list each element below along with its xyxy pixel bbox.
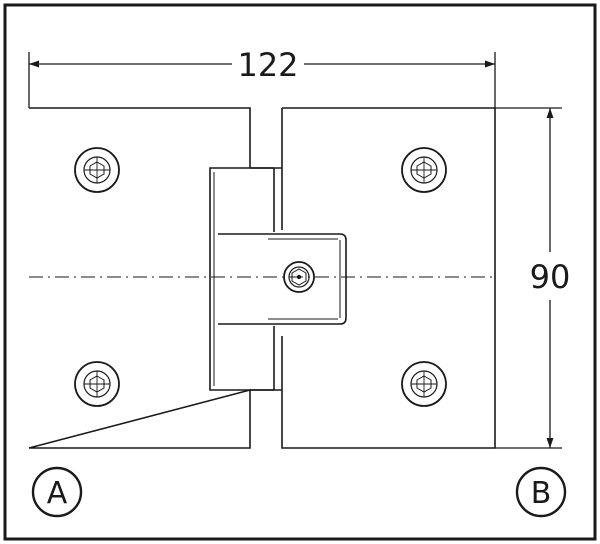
label-a-circle (31, 466, 83, 518)
outer-frame (3, 3, 597, 541)
left-plate (28, 107, 251, 449)
screw-tl-outer (74, 147, 120, 193)
right-plate (281, 107, 496, 449)
center-pin-inner (288, 266, 310, 288)
width-dimension (28, 52, 496, 108)
label-b-badge: B (515, 466, 567, 518)
center-pin-outer (283, 261, 315, 293)
screw-top-right-icon (401, 147, 447, 193)
height-dimension (495, 107, 562, 449)
label-a-badge: A (31, 466, 83, 518)
width-dimension-label: 122 (237, 46, 298, 84)
clamp-outline (218, 233, 347, 325)
center-clamp (218, 233, 347, 325)
screw-tr-outer (401, 147, 447, 193)
label-b-text: B (531, 476, 552, 511)
screw-br-outer (401, 361, 447, 407)
label-b-circle (515, 466, 567, 518)
screw-top-left-icon (74, 147, 120, 193)
height-dimension-label: 90 (530, 258, 571, 296)
hinge-knuckle (209, 167, 282, 391)
screw-bottom-right-icon (401, 361, 447, 407)
center-pin-dot (296, 274, 302, 280)
knuckle-outline (209, 167, 274, 391)
label-a-text: A (47, 476, 68, 511)
screw-bottom-left-icon (74, 361, 120, 407)
center-pin-hex (291, 268, 307, 286)
center-pin-screw-icon (283, 261, 315, 293)
screw-bl-outer (74, 361, 120, 407)
